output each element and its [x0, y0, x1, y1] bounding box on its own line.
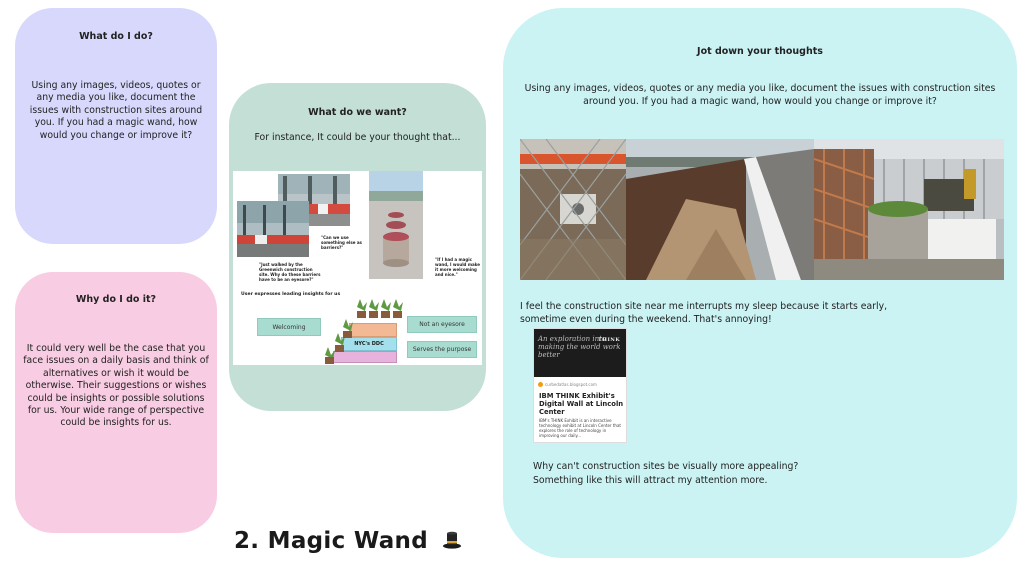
jot-down-thoughts-card: Jot down your thoughts Using any images,… — [503, 8, 1017, 558]
page-title-text: 2. Magic Wand — [234, 528, 428, 554]
card-body: It could very well be the case that you … — [23, 343, 209, 429]
construction-photo-1 — [520, 139, 626, 280]
link-preview-title[interactable]: IBM THINK Exhibit's Digital Wall at Linc… — [539, 392, 624, 416]
page-title: 2. Magic Wand — [234, 528, 462, 554]
link-source: curbedatlas.blogspot.com — [538, 382, 597, 387]
thought-note: I feel the construction site near me int… — [520, 301, 888, 325]
thumb-brand: THINK — [598, 337, 621, 343]
insights-heading: User expresses leading insights for us — [241, 292, 341, 297]
thumb-caption: An exploration into making the world wor… — [538, 335, 621, 359]
thought-note: Why can't construction sites be visually… — [533, 461, 799, 486]
tag-welcoming: Welcoming — [257, 318, 321, 336]
link-preview-image: An exploration into making the world wor… — [534, 329, 626, 377]
what-do-we-want-card: What do we want? For instance, It could … — [229, 83, 486, 411]
why-do-i-do-it-card: Why do I do it? It could very well be th… — [15, 272, 217, 533]
site-favicon-icon — [538, 382, 543, 387]
barrier-photo-2 — [237, 201, 309, 257]
card-title: Jot down your thoughts — [697, 46, 823, 57]
quote-text: "If I had a magic wand, I would make it … — [435, 257, 480, 277]
link-source-text: curbedatlas.blogspot.com — [545, 382, 597, 387]
card-intro: Using any images, videos, quotes or any … — [524, 83, 996, 107]
tag-not-an-eyesore: Not an eyesore — [407, 316, 477, 333]
top-hat-icon — [442, 530, 462, 550]
what-do-i-do-card: What do I do? Using any images, videos, … — [15, 8, 217, 244]
construction-photo-2 — [626, 139, 814, 280]
card-body: Using any images, videos, quotes or any … — [29, 80, 203, 141]
tag-serves-the-purpose: Serves the purpose — [407, 341, 477, 358]
link-preview-card[interactable]: An exploration into making the world wor… — [533, 328, 627, 443]
construction-photo-3 — [814, 139, 1004, 280]
quote-text: "Can we use something else as barriers?" — [321, 235, 362, 250]
construction-photo-strip — [520, 139, 1004, 280]
card-title: What do we want? — [308, 107, 407, 118]
quote-text: "Just walked by the Greenwich constructi… — [259, 262, 321, 282]
card-subtitle: For instance, It could be your thought t… — [254, 132, 461, 143]
card-title: Why do I do it? — [75, 294, 157, 305]
example-insight-panel: "Can we use something else as barriers?"… — [233, 171, 482, 365]
plant-icons — [325, 299, 403, 364]
link-preview-description: IBM's THINK Exhibit is an interactive te… — [539, 418, 621, 438]
card-title: What do I do? — [79, 31, 153, 42]
planter-photo — [369, 171, 423, 279]
